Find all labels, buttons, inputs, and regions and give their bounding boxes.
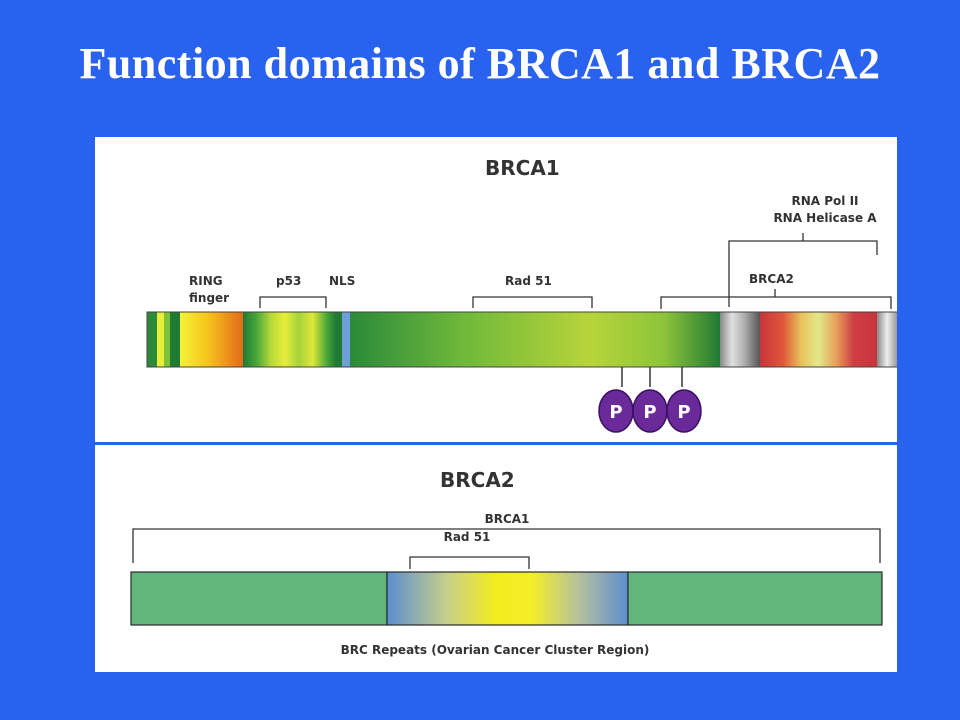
- brca1-binding-label: BRCA1: [485, 512, 530, 526]
- ring-finger-domain: [180, 312, 243, 367]
- ring-label: RING: [189, 274, 223, 288]
- brca2-heading: BRCA2: [440, 468, 515, 492]
- nls-label: NLS: [329, 274, 355, 288]
- brca2-diagram: BRCA2 BRCA1 Rad 51 BRC Repeats (Ovarian …: [130, 468, 883, 657]
- brca2-panel: BRCA2 BRCA1 Rad 51 BRC Repeats (Ovarian …: [95, 445, 897, 672]
- rna-pol-bracket: [728, 240, 878, 255]
- brc-repeats-domain: [386, 571, 629, 626]
- brca2-binding-label: BRCA2: [749, 272, 794, 286]
- rna-helicase-label: RNA Helicase A: [773, 211, 877, 225]
- brca2-rad51-label: Rad 51: [444, 530, 491, 544]
- p53-bracket: [259, 296, 327, 308]
- phospho-site-3: P: [666, 389, 702, 433]
- phospho-site-1: P: [598, 389, 634, 433]
- brca2-binding-domain: [760, 312, 877, 367]
- brca2-rad51-bracket: [409, 556, 530, 569]
- p53-label: p53: [276, 274, 301, 288]
- phospho-sites: P P P: [598, 367, 702, 433]
- svg-text:P: P: [609, 402, 622, 423]
- brca1-heading: BRCA1: [485, 156, 560, 180]
- svg-text:P: P: [677, 402, 690, 423]
- finger-label: finger: [189, 291, 229, 305]
- rad51-label: Rad 51: [505, 274, 552, 288]
- slide-title: Function domains of BRCA1 and BRCA2: [79, 39, 881, 88]
- grey-segment: [720, 312, 760, 367]
- brca1-protein-bar: [146, 311, 897, 368]
- brca2-protein-bar: [130, 571, 883, 626]
- rna-pol-label: RNA Pol II: [791, 194, 858, 208]
- brc-repeats-label: BRC Repeats (Ovarian Cancer Cluster Regi…: [341, 643, 650, 657]
- brca2-bracket: [660, 296, 892, 309]
- rad51-domain: [350, 312, 720, 367]
- brca1-binding-bracket: [132, 528, 881, 563]
- p53-domain: [243, 312, 336, 367]
- brca1-diagram: BRCA1 RNA Pol II RNA Helicase A BRCA2 RI…: [146, 156, 897, 433]
- brca1-panel: BRCA1 RNA Pol II RNA Helicase A BRCA2 RI…: [95, 137, 897, 442]
- nls-domain: [342, 312, 350, 367]
- rad51-bracket: [472, 296, 593, 308]
- svg-text:P: P: [643, 402, 656, 423]
- phospho-site-2: P: [632, 389, 668, 433]
